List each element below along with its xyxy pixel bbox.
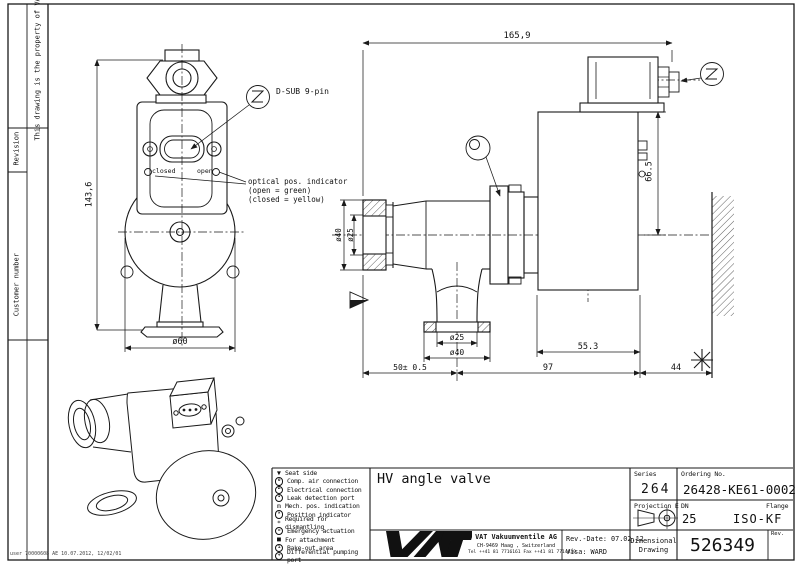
legend-item-label: Comp. air connection [286, 477, 358, 486]
legend-item-label: Seat side [285, 469, 317, 478]
print-info: user 70000608 AE 10.07.2012, 12/02/01 [10, 551, 122, 557]
open-label: open [197, 167, 213, 175]
dn-value: 25 [682, 512, 697, 526]
company-phone: Tel ++41 81 7716161 Fax ++41 81 7714830 [468, 550, 576, 555]
closed-label: closed [152, 167, 176, 175]
vat-logo [380, 531, 474, 557]
legend-item: +Differential pumping port [275, 548, 367, 564]
dim-height-front: 143,6 [84, 181, 95, 208]
side-view [332, 40, 734, 381]
legend-item-label: Emergency actuation [286, 527, 355, 536]
drawing-title: HV angle valve [377, 471, 491, 487]
seat-side-icon: ▼ [277, 468, 281, 477]
dsub-label: D-SUB 9-pin [276, 87, 329, 96]
optical-note-line3: (closed = yellow) [248, 195, 325, 204]
legend-item-label: Electrical connection [286, 485, 362, 494]
dim-wall: 44 [670, 363, 682, 373]
optical-note-line2: (open = green) [248, 186, 312, 195]
emergency-icon: = [275, 527, 284, 536]
ordering-value: 26428-KE61-0002 [683, 482, 796, 497]
dim-actuator-diameter: ø60 [172, 337, 188, 347]
series-label: Series [634, 470, 657, 478]
legend-item-label: For attachment [285, 535, 335, 544]
title-block-grid [271, 467, 793, 560]
legend-item-label: Mech. pos. indication [285, 502, 360, 511]
legend-item-label: Required for dismantling [285, 514, 328, 531]
legend-item: m Mech. pos. indication [275, 502, 367, 510]
flange-label: Flange [766, 502, 789, 510]
legend-item-label: Differential pumping port [286, 548, 358, 565]
series-value: 264 [641, 482, 671, 497]
doc-type-line1: Dimensional [630, 537, 677, 545]
dim-mid: 97 [542, 363, 554, 373]
property-note: This drawing is the property of VAT. [33, 0, 42, 141]
mech-pos-icon: m [277, 502, 281, 511]
dim-left-offset: 50± 0.5 [393, 363, 427, 372]
electrical-icon: Z [275, 485, 284, 494]
legend-item: =Emergency actuation [275, 527, 367, 536]
attachment-icon: ■ [277, 535, 281, 544]
dim-center-height: 66.5 [644, 161, 655, 182]
projection-label: Projection E [634, 502, 679, 510]
flange-value: ISO-KF [733, 512, 783, 526]
company-name: VAT Vakuumventile AG [475, 533, 557, 541]
diff-pumping-icon: + [275, 551, 284, 561]
dim-port-outer: ø40 [334, 228, 344, 242]
optical-note-line1: optical pos. indicator [248, 177, 348, 186]
legend-item: ×Position indicator [275, 510, 367, 519]
rev-label: Rev. [771, 531, 785, 537]
position-indicator-icon: × [275, 510, 284, 519]
customer-number-label: Customer number [12, 253, 21, 317]
projection-symbol [633, 507, 678, 529]
dim-actuator-width: 55.3 [577, 342, 599, 352]
legend-item-label: Bake-out area [286, 543, 334, 552]
doc-type-line2: Drawing [638, 546, 669, 554]
sheet-frame [7, 3, 795, 561]
legend-item-label: Position indicator [286, 510, 351, 519]
dim-total-length: 165,9 [503, 31, 531, 41]
ordering-label: Ordering No. [681, 470, 726, 478]
pictorial-view [67, 377, 257, 540]
legend-item: * Required for dismantling [275, 515, 367, 531]
front-view [94, 44, 270, 352]
company-address: CH-9469 Haag , Switzerland [476, 543, 556, 549]
dim-bottom-inner: ø25 [449, 333, 465, 342]
rev-date: Rev.-Date: 07.02.12 [566, 535, 644, 543]
comp-air-icon: o [275, 477, 284, 486]
legend-item: •Leak detection port [275, 493, 367, 503]
dismantling-icon: * [277, 518, 281, 527]
dim-port-inner: ø25 [346, 228, 356, 242]
revision-label: Revision [12, 131, 21, 166]
bake-out-icon: i [275, 543, 284, 553]
legend-item: ▼ Seat side [275, 469, 367, 477]
visa: Visa: WARD [566, 548, 607, 556]
dn-label: DN [681, 502, 689, 510]
doc-number: 526349 [689, 535, 756, 556]
dim-bottom-outer: ø40 [449, 348, 465, 357]
leak-detection-icon: • [275, 493, 284, 503]
legend-item-label: Leak detection port [286, 494, 355, 503]
legend-item: ■ For attachment [275, 535, 367, 544]
